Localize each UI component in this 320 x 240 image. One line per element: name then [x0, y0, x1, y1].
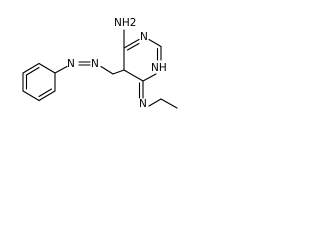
phenyl-ring [22, 62, 56, 102]
azo-n-2-label: N [91, 58, 99, 70]
azo-n-1-label: N [67, 58, 75, 70]
ring-nh-label: NH [151, 62, 167, 74]
azo-bridge [54, 61, 114, 75]
ethylimine-group [138, 80, 178, 109]
ring-n-top-label: N [140, 31, 148, 43]
chemical-structure-diagram: NH2 N NH N N N [22, 17, 178, 110]
amine-nh2-label: NH2 [114, 17, 136, 29]
pyrimidine-ring [112, 38, 162, 82]
imine-n-label: N [139, 98, 147, 110]
